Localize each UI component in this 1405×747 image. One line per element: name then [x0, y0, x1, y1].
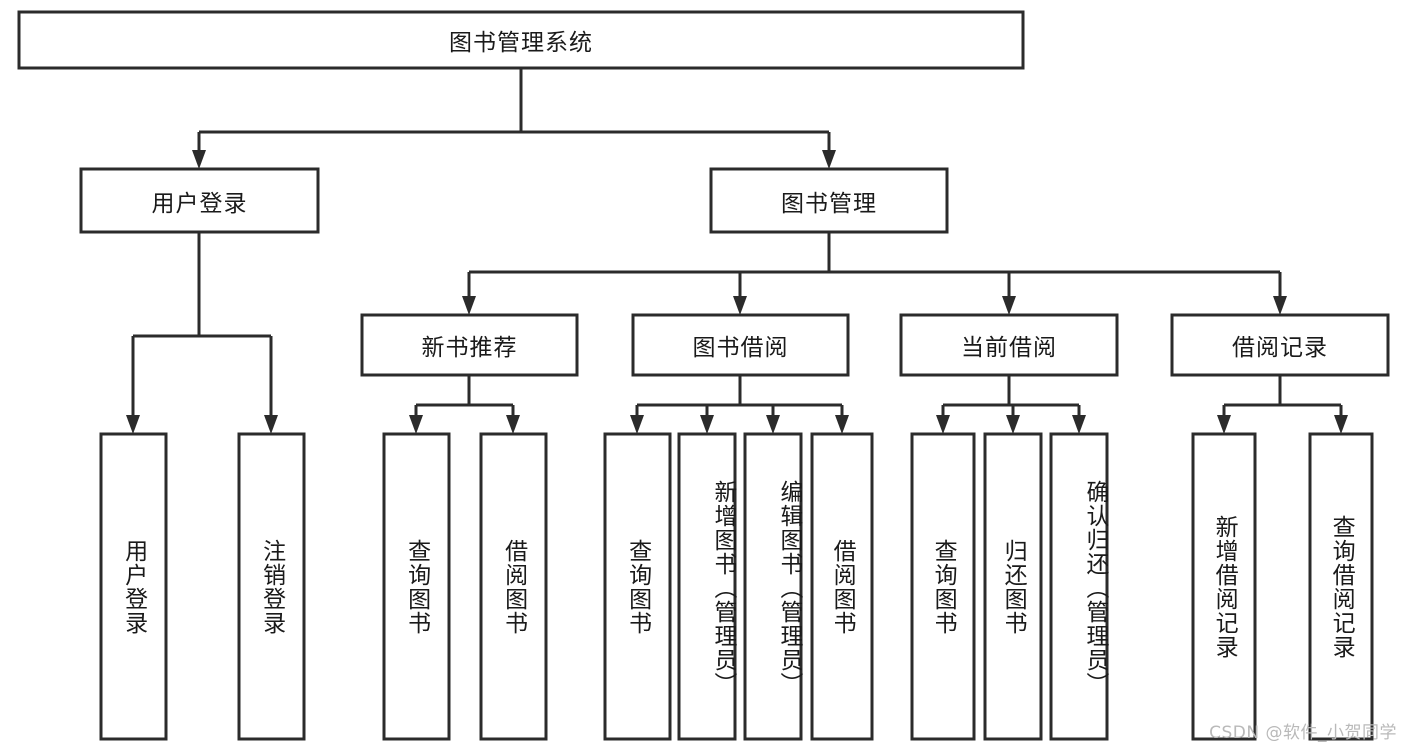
node-box-leaf-user-logout[interactable]: [237, 432, 306, 741]
node-box-leaf-br-add-record[interactable]: [1191, 432, 1257, 741]
connector-new-book-rec-to-leaves: [409, 375, 520, 434]
connector-book-mgmt-to-children: [462, 232, 1287, 315]
node-box-leaf-bb-edit-book[interactable]: [743, 432, 803, 741]
node-box-root[interactable]: [17, 10, 1025, 70]
node-box-current-borrow[interactable]: [899, 313, 1119, 377]
connector-borrow-record-to-leaves: [1217, 375, 1348, 434]
node-box-leaf-cb-return-book[interactable]: [983, 432, 1043, 741]
connector-bus-to-user-login: [192, 132, 206, 169]
connector-bus-to-book-mgmt: [822, 132, 836, 169]
connector-user-login-to-children: [126, 232, 278, 434]
connector-book-borrow-to-leaves: [630, 375, 849, 434]
connector-current-borrow-to-leaves: [936, 375, 1086, 434]
node-box-user-login[interactable]: [79, 167, 320, 234]
node-box-leaf-nb-query-book[interactable]: [382, 432, 451, 741]
node-box-leaf-bb-query-book[interactable]: [603, 432, 672, 741]
node-box-new-book-rec[interactable]: [360, 313, 579, 377]
node-box-book-borrow[interactable]: [631, 313, 850, 377]
node-box-leaf-br-query-record[interactable]: [1308, 432, 1374, 741]
node-box-leaf-bb-borrow-book[interactable]: [810, 432, 874, 741]
connector-root-to-bus: [199, 68, 829, 134]
node-box-leaf-cb-query-book[interactable]: [910, 432, 976, 741]
node-box-borrow-record[interactable]: [1170, 313, 1390, 377]
node-box-leaf-user-login[interactable]: [99, 432, 168, 741]
node-box-leaf-bb-add-book[interactable]: [677, 432, 737, 741]
node-box-book-mgmt[interactable]: [709, 167, 949, 234]
node-box-leaf-nb-borrow-book[interactable]: [479, 432, 548, 741]
node-box-leaf-cb-confirm-return[interactable]: [1049, 432, 1109, 741]
